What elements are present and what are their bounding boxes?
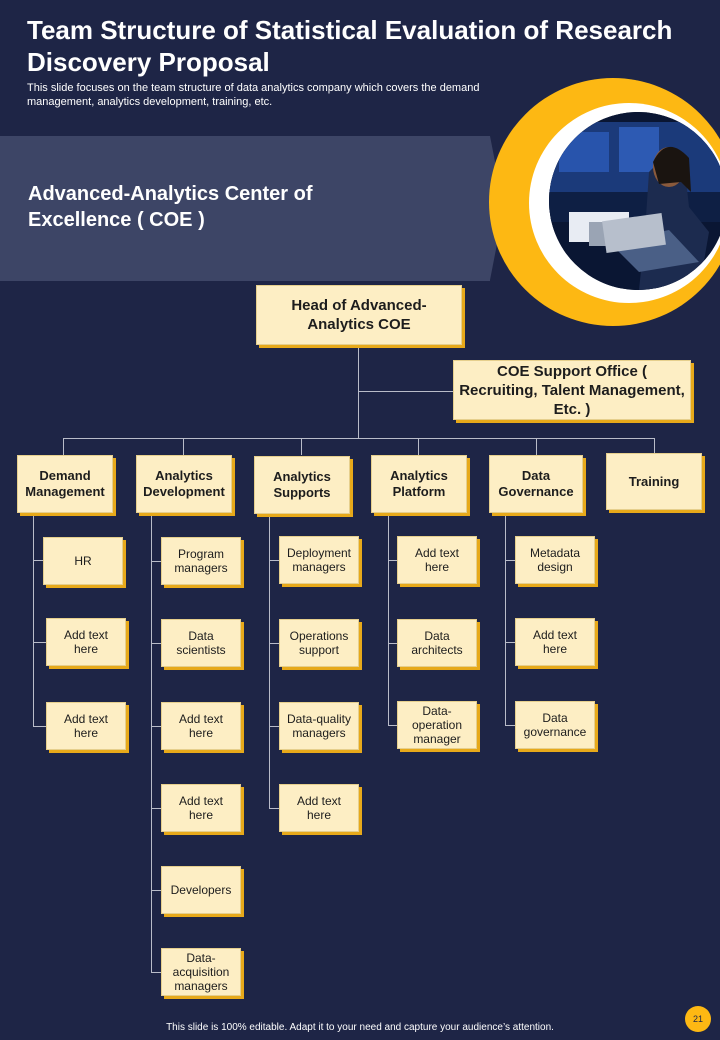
dept-analytics-platform: Analytics Platform bbox=[371, 455, 467, 513]
dept-demand-management: Demand Management bbox=[17, 455, 113, 513]
connector-col1-vertical bbox=[33, 515, 34, 727]
photo-illustration bbox=[549, 112, 720, 290]
connector-col2-branch bbox=[151, 561, 162, 562]
dept-analytics-supports: Analytics Supports bbox=[254, 456, 350, 514]
footer-note: This slide is 100% editable. Adapt it to… bbox=[166, 1022, 554, 1033]
dept-data-governance: Data Governance bbox=[489, 455, 583, 513]
item-developers: Developers bbox=[161, 866, 241, 914]
connector-col5-vertical bbox=[505, 515, 506, 725]
connector-head-down bbox=[358, 347, 359, 438]
connector-col3-vertical bbox=[269, 515, 270, 808]
connector-col5-branch bbox=[505, 560, 516, 561]
connector-dept-1 bbox=[63, 438, 64, 455]
connector-col4-branch bbox=[388, 560, 398, 561]
section-band bbox=[0, 136, 490, 281]
connector-col2-branch bbox=[151, 808, 162, 809]
item-add-text: Add text here bbox=[161, 784, 241, 832]
item-deployment-managers: Deployment managers bbox=[279, 536, 359, 584]
connector-col5-branch bbox=[505, 725, 516, 726]
connector-dept-2 bbox=[183, 438, 184, 455]
item-data-scientists: Data scientists bbox=[161, 619, 241, 667]
connector-col4-vertical bbox=[388, 515, 389, 726]
dept-analytics-development: Analytics Development bbox=[136, 455, 232, 513]
org-head-box: Head of Advanced-Analytics COE bbox=[256, 285, 462, 345]
item-hr: HR bbox=[43, 537, 123, 585]
connector-col3-branch bbox=[269, 808, 280, 809]
item-operations-support: Operations support bbox=[279, 619, 359, 667]
connector-col4-branch bbox=[388, 643, 398, 644]
connector-support bbox=[358, 391, 454, 392]
connector-col1-branch bbox=[33, 726, 47, 727]
connector-dept-4 bbox=[418, 438, 419, 455]
connector-col1-branch bbox=[33, 642, 47, 643]
page-subtitle: This slide focuses on the team structure… bbox=[27, 82, 480, 108]
connector-col2-branch bbox=[151, 726, 162, 727]
item-program-managers: Program managers bbox=[161, 537, 241, 585]
connector-col5-branch bbox=[505, 642, 516, 643]
connector-col2-branch bbox=[151, 643, 162, 644]
item-add-text: Add text here bbox=[279, 784, 359, 832]
page-number: 21 bbox=[685, 1006, 711, 1032]
connector-dept-6 bbox=[654, 438, 655, 455]
item-data-governance: Data governance bbox=[515, 701, 595, 749]
connector-col3-branch bbox=[269, 726, 280, 727]
item-data-quality-managers: Data-quality managers bbox=[279, 702, 359, 750]
section-title: Advanced-Analytics Center of Excellence … bbox=[28, 183, 313, 231]
connector-dept-3 bbox=[301, 438, 302, 455]
dept-training: Training bbox=[606, 453, 702, 510]
item-data-acquisition-managers: Data-acquisition managers bbox=[161, 948, 241, 996]
photo-person-laptop bbox=[549, 112, 720, 290]
connector-col3-branch bbox=[269, 643, 280, 644]
page-title: Team Structure of Statistical Evaluation… bbox=[27, 15, 673, 77]
org-support-box: COE Support Office ( Recruiting, Talent … bbox=[453, 360, 691, 420]
connector-col2-branch bbox=[151, 890, 162, 891]
connector-col4-branch bbox=[388, 725, 398, 726]
item-add-text: Add text here bbox=[161, 702, 241, 750]
item-add-text: Add text here bbox=[46, 618, 126, 666]
item-data-architects: Data architects bbox=[397, 619, 477, 667]
item-data-operation-manager: Data-operation manager bbox=[397, 701, 477, 749]
item-add-text: Add text here bbox=[515, 618, 595, 666]
item-metadata-design: Metadata design bbox=[515, 536, 595, 584]
connector-col2-branch bbox=[151, 972, 162, 973]
connector-col1-branch bbox=[33, 560, 44, 561]
connector-col2-vertical bbox=[151, 515, 152, 973]
connector-dept-5 bbox=[536, 438, 537, 455]
connector-col3-branch bbox=[269, 560, 280, 561]
item-add-text: Add text here bbox=[46, 702, 126, 750]
connector-horizontal-bus bbox=[63, 438, 655, 439]
item-add-text: Add text here bbox=[397, 536, 477, 584]
